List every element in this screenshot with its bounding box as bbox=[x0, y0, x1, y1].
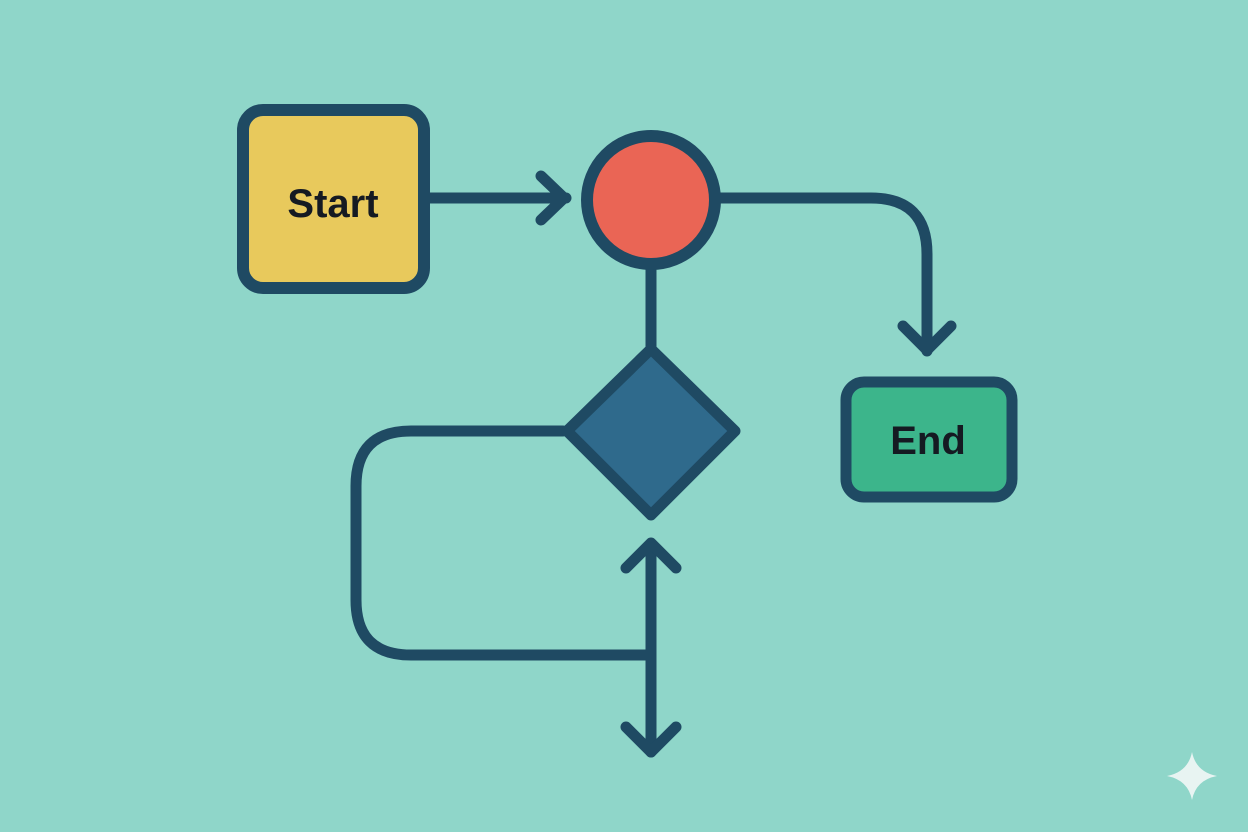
end-node-shape bbox=[840, 376, 1018, 503]
decision-node bbox=[561, 343, 741, 521]
arrowhead-into-process bbox=[535, 170, 570, 226]
start-node-label: Start bbox=[287, 182, 378, 226]
connectors bbox=[350, 170, 957, 758]
process-node-shape bbox=[581, 130, 721, 270]
arrowhead-down-exit bbox=[620, 721, 682, 758]
arrowhead-up-into-decision bbox=[620, 537, 682, 574]
connector-decision-loop bbox=[350, 425, 657, 661]
process-node bbox=[581, 130, 721, 270]
connector-process-to-end bbox=[712, 192, 933, 357]
arrowhead-into-end bbox=[897, 320, 957, 356]
start-node: Start bbox=[237, 104, 430, 294]
decision-node-shape bbox=[561, 343, 741, 521]
end-node-label: End bbox=[890, 419, 966, 463]
start-node-shape bbox=[237, 104, 430, 294]
sparkle-icon bbox=[1167, 752, 1217, 800]
end-node: End bbox=[840, 376, 1018, 503]
